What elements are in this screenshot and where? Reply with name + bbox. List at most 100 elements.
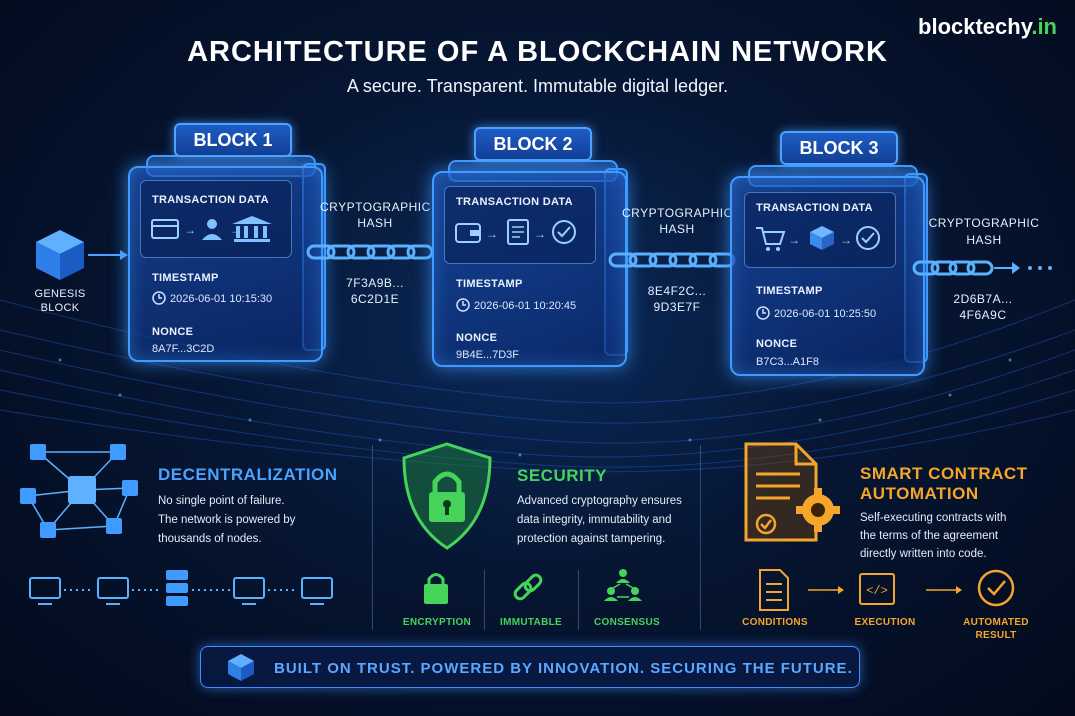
code-icon: </>	[859, 573, 895, 605]
decentralization-line-1: No single point of failure.	[158, 495, 285, 507]
hash-2-label-2: HASH	[659, 222, 695, 236]
clock-icon	[756, 306, 770, 320]
svg-text:→: →	[788, 233, 800, 247]
computer-icon	[233, 577, 265, 599]
contract-gear-icon	[744, 442, 840, 542]
block-1-nonce-label: NONCE	[152, 326, 194, 338]
chain-link-icon	[306, 244, 434, 260]
consensus-label: CONSENSUS	[593, 617, 661, 628]
link-icon	[513, 573, 543, 601]
hash-2-value-1: 8E4F2C...	[647, 284, 707, 298]
smart-contract-title-1: SMART CONTRACT	[860, 464, 1028, 483]
security-title: SECURITY	[517, 466, 607, 485]
block-3-ts-label: TIMESTAMP	[756, 285, 823, 297]
server-icon	[166, 570, 188, 606]
smart-contract-title-2: AUTOMATION	[860, 484, 979, 503]
genesis-label-1: GENESIS	[34, 288, 86, 300]
computer-icon	[301, 577, 333, 599]
hash-3-label-2: HASH	[966, 233, 1002, 247]
hash-1-value-2: 6C2D1E	[350, 292, 400, 306]
cube-icon	[810, 226, 834, 250]
block-3-nonce-label: NONCE	[756, 338, 798, 350]
computer-icon	[29, 577, 61, 599]
checklist-icon	[759, 569, 789, 611]
footer-tagline: BUILT ON TRUST. POWERED BY INNOVATION. S…	[274, 660, 853, 677]
svg-text:→: →	[534, 227, 546, 241]
block-3-timestamp: 2026-06-01 10:25:50	[774, 308, 877, 320]
tx-icons-2: → →	[455, 219, 576, 245]
block-1-ts-label: TIMESTAMP	[152, 272, 219, 284]
block-2-tx-label: TRANSACTION DATA	[456, 196, 573, 208]
smart-line-1: Self-executing contracts with	[860, 512, 1007, 524]
decentralization-title: DECENTRALIZATION	[158, 465, 338, 484]
section-divider	[578, 570, 579, 630]
hash-3-label-1: CRYPTOGRAPHIC	[928, 216, 1040, 230]
page-subtitle: A secure. Transparent. Immutable digital…	[346, 76, 729, 96]
hash-2-value-2: 9D3E7F	[653, 300, 701, 314]
block-1-nonce: 8A7F...3C2D	[152, 343, 215, 355]
smart-line-2: the terms of the agreement	[860, 530, 999, 542]
brand-logo: blocktechy.in	[918, 14, 1057, 39]
page-title: ARCHITECTURE OF A BLOCKCHAIN NETWORK	[187, 36, 888, 68]
block-2-timestamp: 2026-06-01 10:20:45	[474, 300, 577, 312]
hash-1-label-2: HASH	[357, 216, 393, 230]
network-nodes-icon	[20, 444, 138, 538]
clock-icon	[456, 298, 470, 312]
block-1-tx-label: TRANSACTION DATA	[152, 194, 269, 206]
block-2-nonce: 9B4E...7D3F	[456, 349, 519, 361]
security-line-2: data integrity, immutability and	[517, 514, 672, 526]
immutable-label: IMMUTABLE	[500, 617, 562, 628]
block-3-tx-label: TRANSACTION DATA	[756, 202, 873, 214]
hash-3-value-2: 4F6A9C	[959, 308, 1007, 322]
bank-icon	[232, 216, 272, 242]
people-network-icon	[604, 569, 642, 601]
section-divider	[484, 570, 485, 630]
smart-flow-icons: </>	[759, 569, 1015, 611]
automated-result-label-2: RESULT	[975, 630, 1017, 641]
shield-lock-icon	[402, 442, 492, 550]
computer-network-icon	[29, 570, 333, 606]
cube-icon	[228, 654, 254, 681]
cube-icon	[36, 230, 84, 280]
smart-line-3: directly written into code.	[860, 548, 987, 560]
wallet-icon	[455, 223, 481, 243]
security-line-1: Advanced cryptography ensures	[517, 495, 682, 507]
block-3-nonce: B7C3...A1F8	[756, 356, 819, 368]
svg-text:→: →	[840, 233, 852, 247]
check-circle-icon	[856, 226, 880, 250]
genesis-label-2: BLOCK	[40, 302, 80, 314]
tx-icons-3: → →	[756, 226, 880, 251]
padlock-icon	[424, 573, 448, 604]
tx-icons-1: → →	[151, 216, 272, 242]
decentralization-line-2: The network is powered by	[158, 514, 296, 526]
block-2-ts-label: TIMESTAMP	[456, 278, 523, 290]
automated-result-label-1: AUTOMATED	[963, 617, 1029, 628]
svg-text:→: →	[184, 223, 196, 237]
person-icon	[207, 219, 217, 229]
block-1-tag: BLOCK 1	[174, 123, 292, 157]
chain-link-icon	[608, 252, 736, 268]
section-divider	[372, 445, 373, 630]
hash-2-label-1: CRYPTOGRAPHIC	[622, 206, 733, 220]
block-2-nonce-label: NONCE	[456, 332, 498, 344]
block-2-tag: BLOCK 2	[474, 127, 592, 161]
conditions-label: CONDITIONS	[742, 617, 808, 628]
section-divider	[700, 445, 701, 630]
decentralization-line-3: thousands of nodes.	[158, 533, 262, 545]
svg-text:→: →	[486, 227, 498, 241]
check-circle-icon	[977, 569, 1015, 607]
svg-text:</>: </>	[866, 584, 888, 598]
encryption-label: ENCRYPTION	[402, 617, 472, 628]
hash-1-label-1: CRYPTOGRAPHIC	[320, 200, 431, 214]
block-3-tag: BLOCK 3	[780, 131, 898, 165]
execution-label: EXECUTION	[854, 617, 916, 628]
card-icon	[151, 219, 179, 239]
clock-icon	[152, 291, 166, 305]
document-icon	[507, 219, 529, 245]
computer-icon	[97, 577, 129, 599]
block-1-timestamp: 2026-06-01 10:15:30	[170, 293, 273, 305]
arrow-icon	[88, 250, 128, 260]
check-circle-icon	[552, 220, 576, 244]
hash-1-value-1: 7F3A9B...	[346, 276, 404, 290]
hash-3-value-1: 2D6B7A...	[953, 292, 1013, 306]
